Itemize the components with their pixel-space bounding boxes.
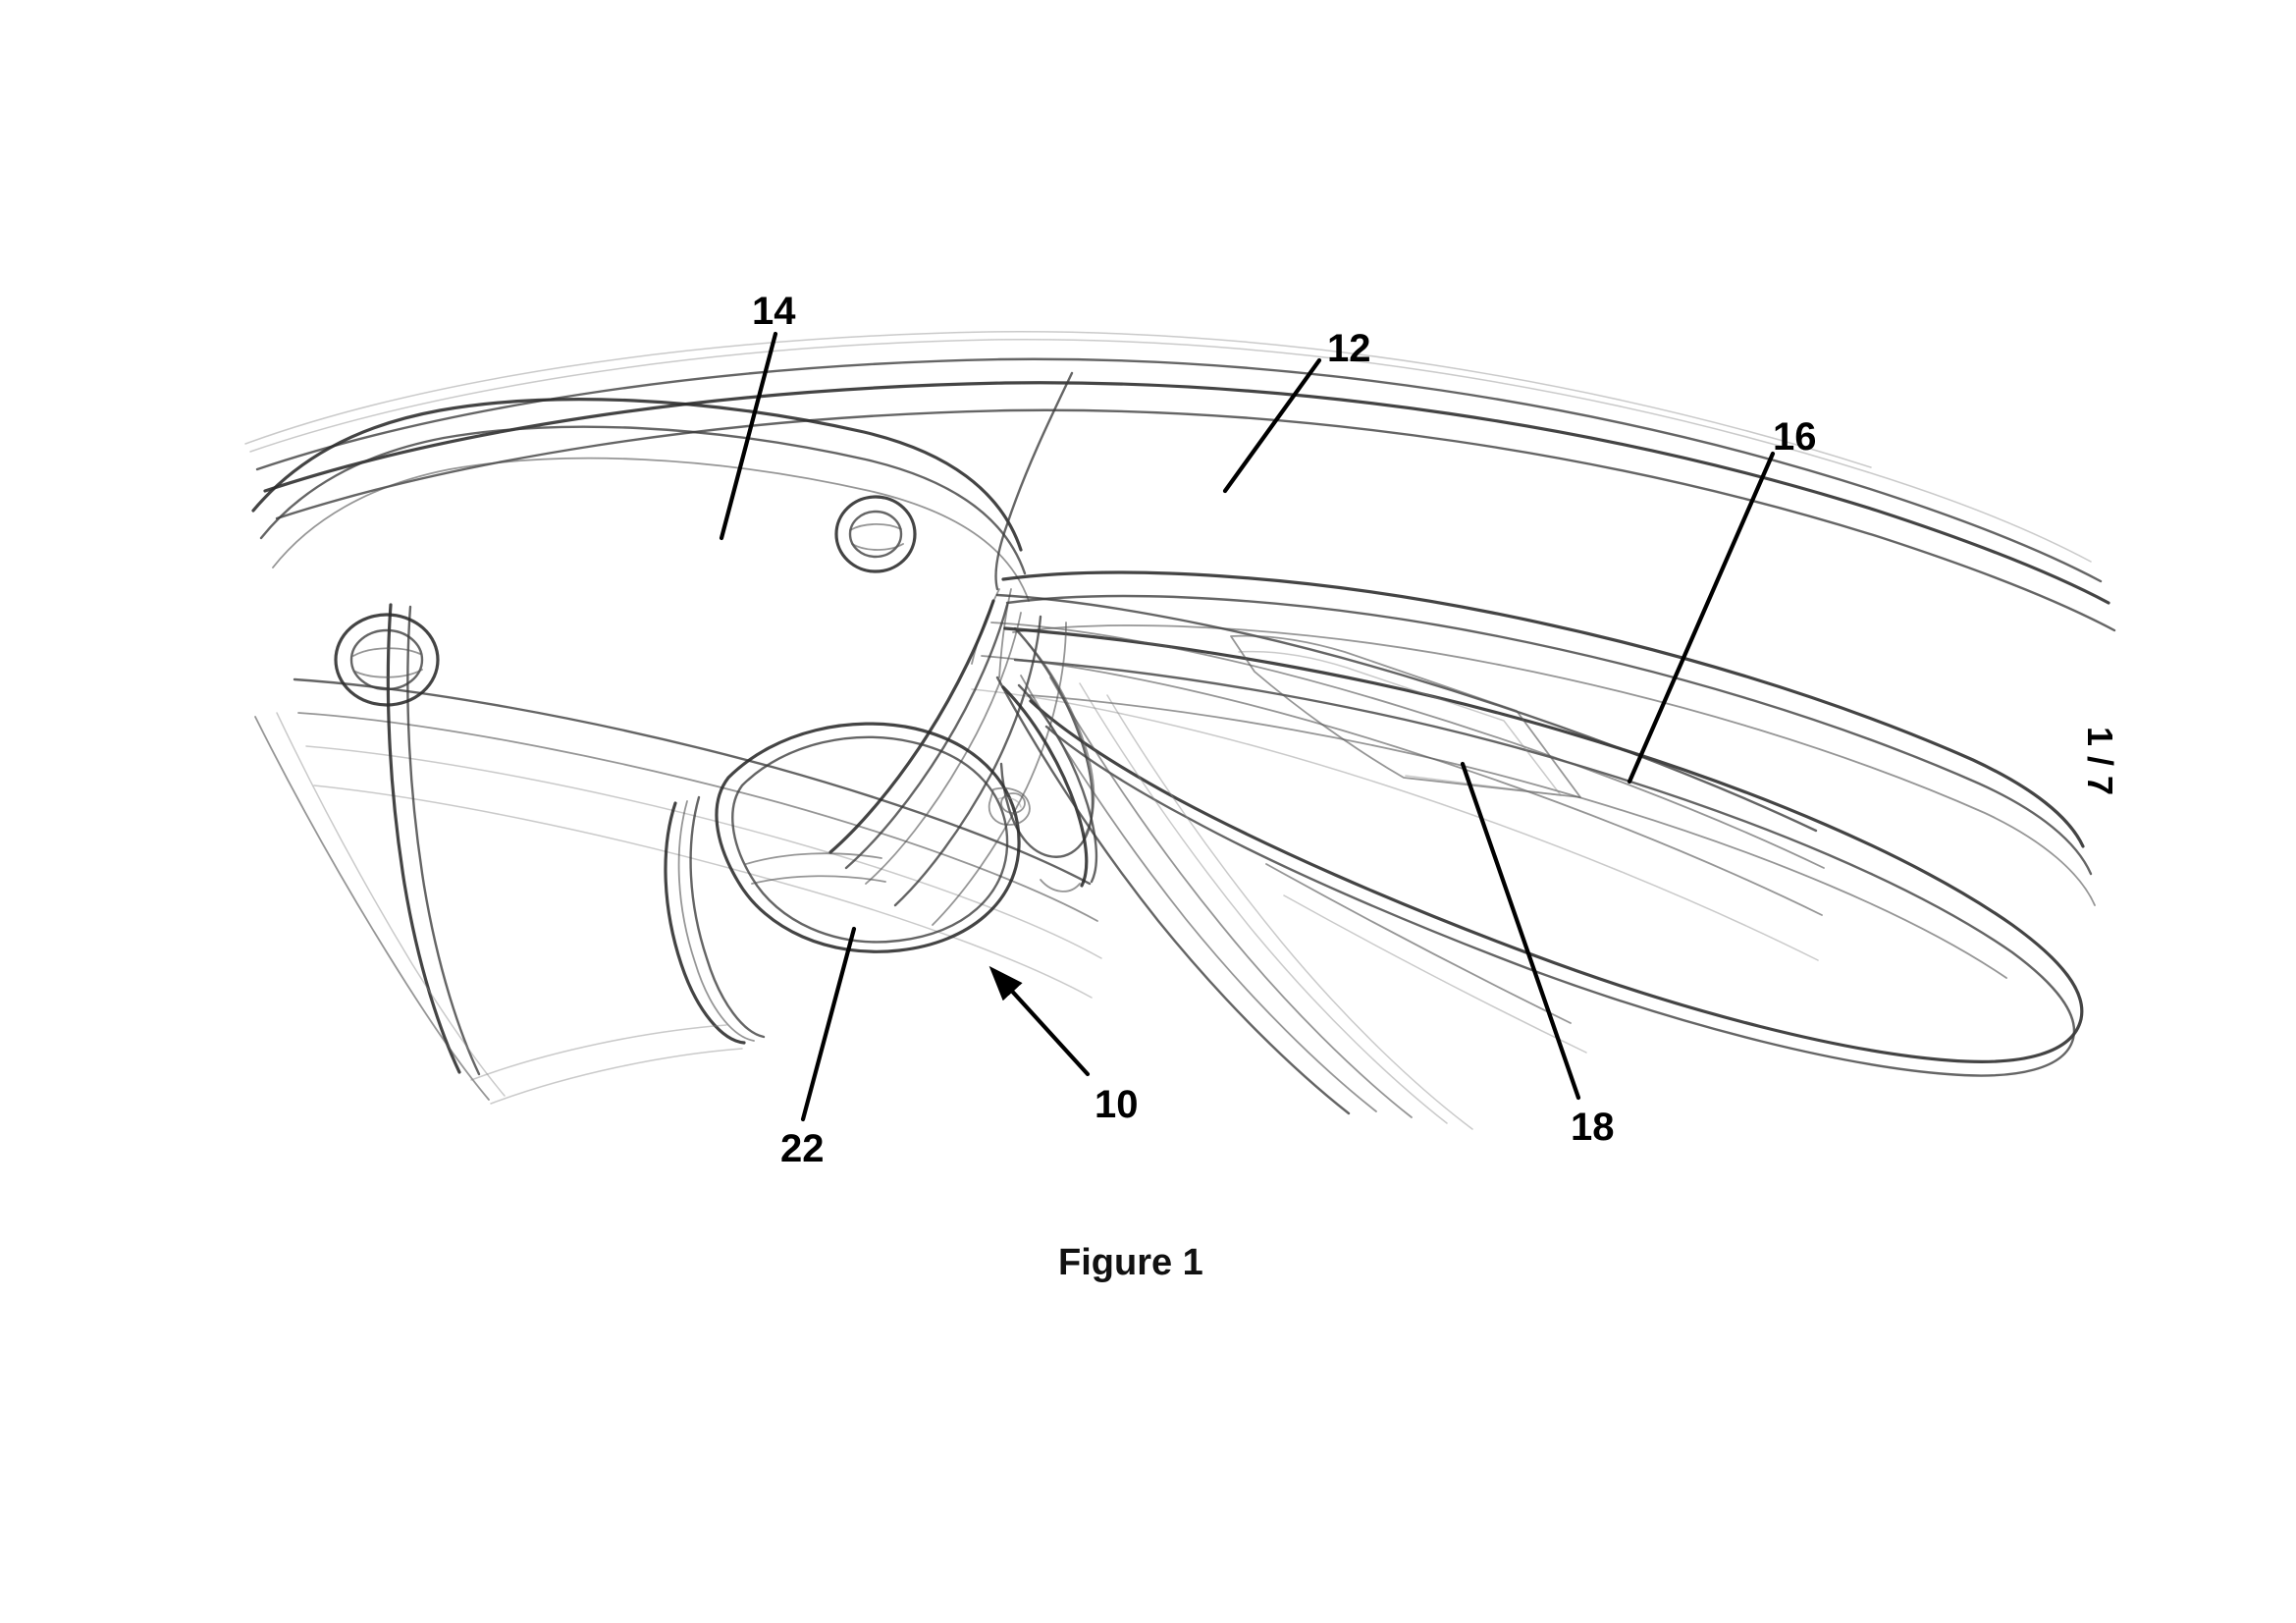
windshield-upper-band (249, 339, 2116, 632)
reference-numeral-18: 18 (1571, 1106, 1615, 1149)
console-bezel-loop (1003, 626, 2084, 1077)
leader-lines (719, 331, 1776, 1122)
dash-button-icon (1000, 792, 1026, 814)
roof-edge-line (244, 331, 1872, 468)
reference-numeral-22: 22 (780, 1127, 825, 1170)
reference-numeral-14: 14 (752, 290, 796, 333)
air-vent-left-icon (334, 613, 440, 707)
right-footwell-lines (1265, 863, 1587, 1054)
leader-14 (719, 331, 778, 541)
dashboard-mid-bands (971, 593, 1825, 961)
steering-wheel (664, 722, 1031, 1045)
instrument-panel-right (1001, 570, 2096, 906)
reference-numeral-10: 10 (1095, 1083, 1139, 1126)
page-number: 1 / 7 (2080, 727, 2120, 796)
dashboard-top-rail (251, 398, 1030, 602)
instrument-cluster-hood (828, 599, 1067, 926)
left-a-pillar (254, 603, 506, 1101)
display-panel-quad (1230, 634, 1581, 798)
figure-caption: Figure 1 (1058, 1242, 1203, 1283)
reference-numeral-16: 16 (1773, 415, 1817, 459)
lower-left-floor (470, 1024, 743, 1105)
leader-22 (800, 926, 857, 1122)
leader-16 (1627, 451, 1776, 784)
leader-10-arrow (988, 965, 1091, 1077)
leader-12 (1222, 357, 1322, 494)
reference-numeral-12: 12 (1327, 327, 1371, 370)
leader-18 (1460, 761, 1581, 1101)
air-vent-center-icon (834, 495, 917, 573)
lower-console-sweeps (995, 675, 1473, 1130)
left-lower-dash-lines (293, 677, 1102, 999)
